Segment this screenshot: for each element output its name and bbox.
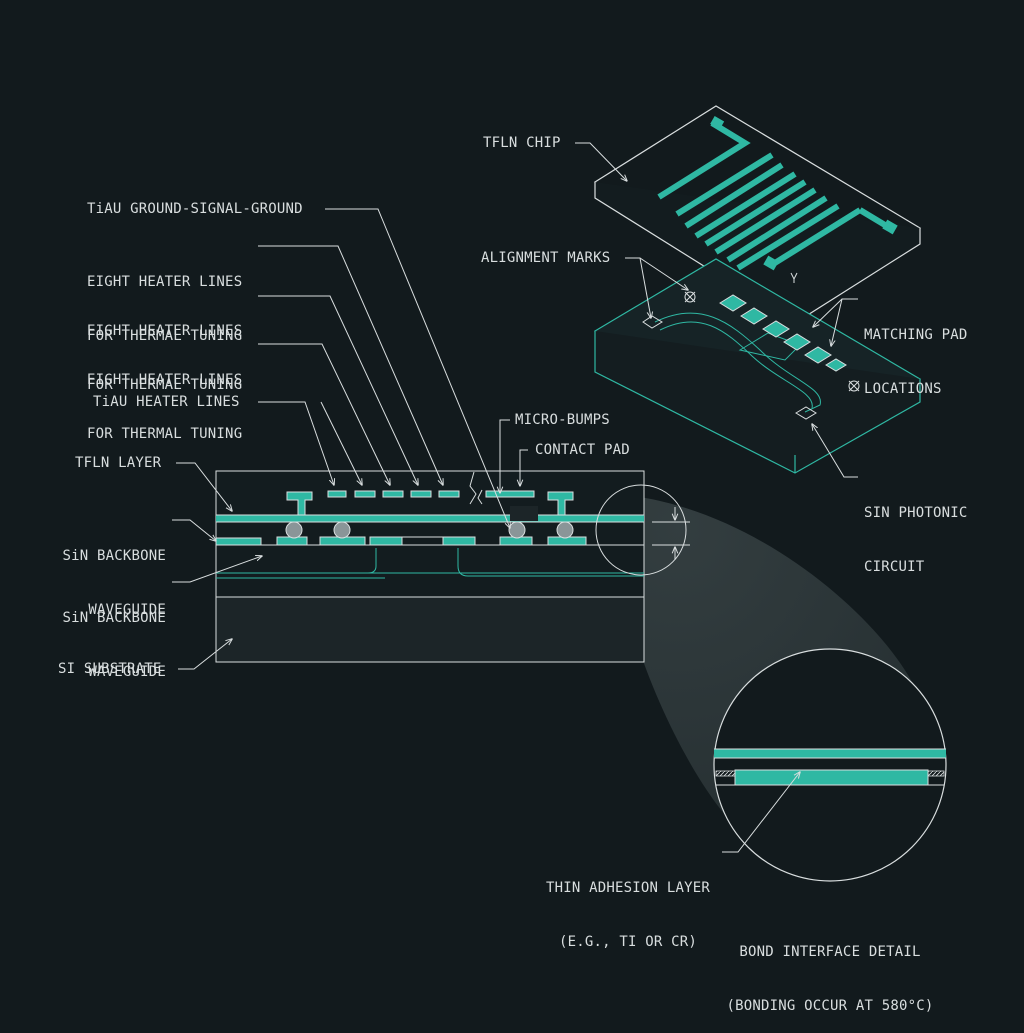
zoom-circle-small: [595, 484, 687, 576]
label-heater-group-1-line2: FOR THERMAL TUNING: [87, 328, 243, 344]
label-tfln-chip: TFLN CHIP: [483, 135, 561, 151]
label-si-substrate: SI SUBSTRATE: [58, 661, 162, 677]
label-heater-group-2: EIGHT HEATER LINES FOR THERMAL TUNING: [87, 286, 242, 412]
label-bond-detail-line2: (BONDING OCCUR AT 580°C): [726, 998, 934, 1014]
label-heater-group-1-line1: EIGHT HEATER LINES: [87, 274, 243, 290]
label-sin-backbone-1-line2: WAVEGUIDE: [88, 602, 166, 618]
label-adhesion-line1: THIN ADHESION LAYER: [546, 880, 710, 896]
leader-lines: [172, 142, 858, 853]
label-heater-group-3-line2: FOR THERMAL TUNING: [87, 426, 243, 442]
tfln-chip: [593, 105, 922, 324]
label-heater-group-1: EIGHT HEATER LINES FOR THERMAL TUNING: [87, 237, 242, 363]
label-sin-backbone-2: SiN BACKBONE WAVEGUIDE: [40, 573, 166, 699]
label-matching-pad-line1: MATCHING PAD: [864, 327, 968, 343]
label-alignment-marks: ALIGNMENT MARKS: [481, 250, 611, 266]
label-tiau-heater-lines: TiAU HEATER LINES: [93, 394, 240, 410]
tfln-layer: [216, 515, 644, 522]
alignment-marks: [642, 291, 860, 420]
label-tfln-layer: TFLN LAYER: [75, 455, 162, 471]
label-adhesion-layer: THIN ADHESION LAYER (E.G., TI OR CR): [530, 843, 726, 969]
matching-pads: [719, 294, 847, 372]
chip-electrodes: [657, 120, 892, 271]
heater-lines: [327, 490, 535, 498]
label-heater-group-3-line1: EIGHT HEATER LINES: [87, 372, 243, 388]
label-micro-bumps: MICRO-BUMPS: [515, 412, 610, 428]
sin-backbone-strip: [215, 537, 262, 546]
thickness-dimension: [652, 507, 690, 560]
label-bond-detail-line1: BOND INTERFACE DETAIL: [739, 944, 921, 960]
label-adhesion-line2: (E.G., TI OR CR): [558, 934, 698, 950]
bond-detail-circle: [713, 648, 947, 882]
label-heater-group-2-line1: EIGHT HEATER LINES: [87, 323, 243, 339]
micro-bumps: [285, 521, 574, 539]
contact-pads-t: [286, 491, 574, 516]
label-bond-interface-detail: BOND INTERFACE DETAIL (BONDING OCCUR AT …: [700, 907, 960, 1033]
label-sin-photonic-line2: CIRCUIT: [864, 559, 925, 575]
label-heater-group-2-line2: FOR THERMAL TUNING: [87, 377, 243, 393]
label-sin-backbone-1-line1: SiN BACKBONE: [62, 548, 166, 564]
label-sin-photonic-circuit: SIN PHOTONIC CIRCUIT: [864, 468, 968, 594]
si-substrate-layer: [215, 596, 645, 663]
label-heater-group-3: EIGHT HEATER LINES FOR THERMAL TUNING: [87, 335, 242, 461]
label-sin-backbone-2-line1: SiN BACKBONE: [62, 610, 166, 626]
break-mark: [469, 471, 477, 505]
label-matching-pad: MATCHING PAD LOCATIONS: [864, 290, 968, 416]
label-contact-pad: CONTACT PAD: [535, 442, 630, 458]
sin-base: [593, 258, 922, 474]
label-matching-pad-line2: LOCATIONS: [864, 381, 942, 397]
label-sin-photonic-line1: SIN PHOTONIC: [864, 505, 968, 521]
label-sin-backbone-2-line2: WAVEGUIDE: [88, 664, 166, 680]
cross-section: [215, 470, 645, 663]
label-sin-backbone-1: SiN BACKBONE WAVEGUIDE: [40, 511, 166, 637]
label-tiau-gsg: TiAU GROUND-SIGNAL-GROUND: [87, 201, 303, 217]
